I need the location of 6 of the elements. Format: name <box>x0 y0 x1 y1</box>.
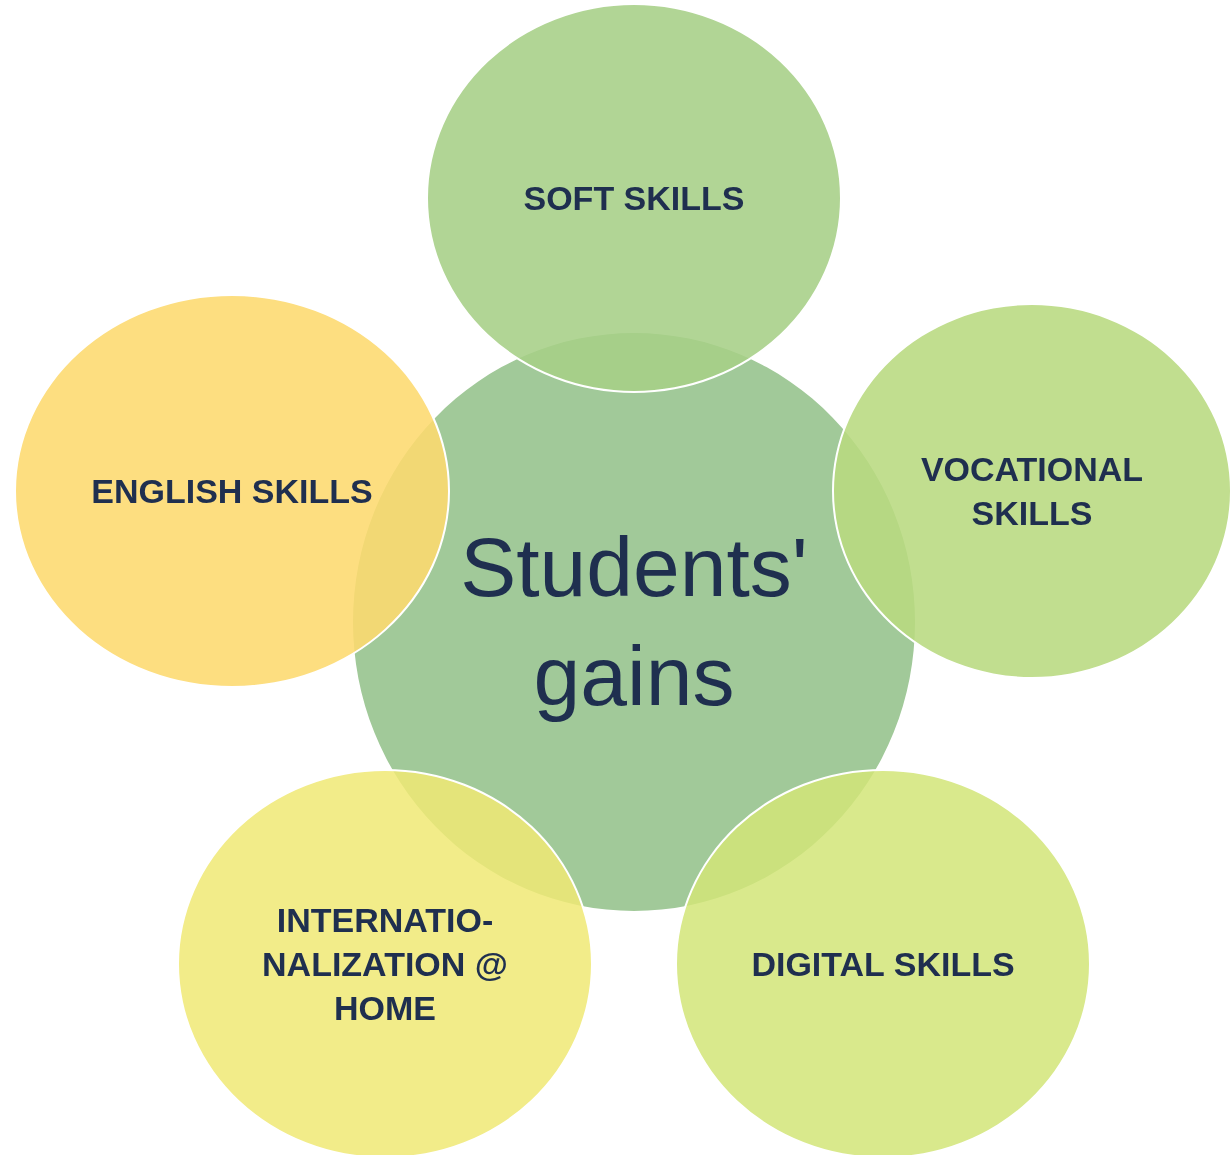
circle-label: DIGITAL SKILLS <box>750 943 1016 985</box>
circle-label: VOCATIONAL SKILLS <box>919 448 1145 534</box>
circle-label: SOFT SKILLS <box>522 177 746 219</box>
circle-label: INTERNATIO- NALIZATION @ HOME <box>261 899 509 1030</box>
center-title: Students' gains <box>459 518 809 725</box>
circle-label: ENGLISH SKILLS <box>90 470 374 512</box>
